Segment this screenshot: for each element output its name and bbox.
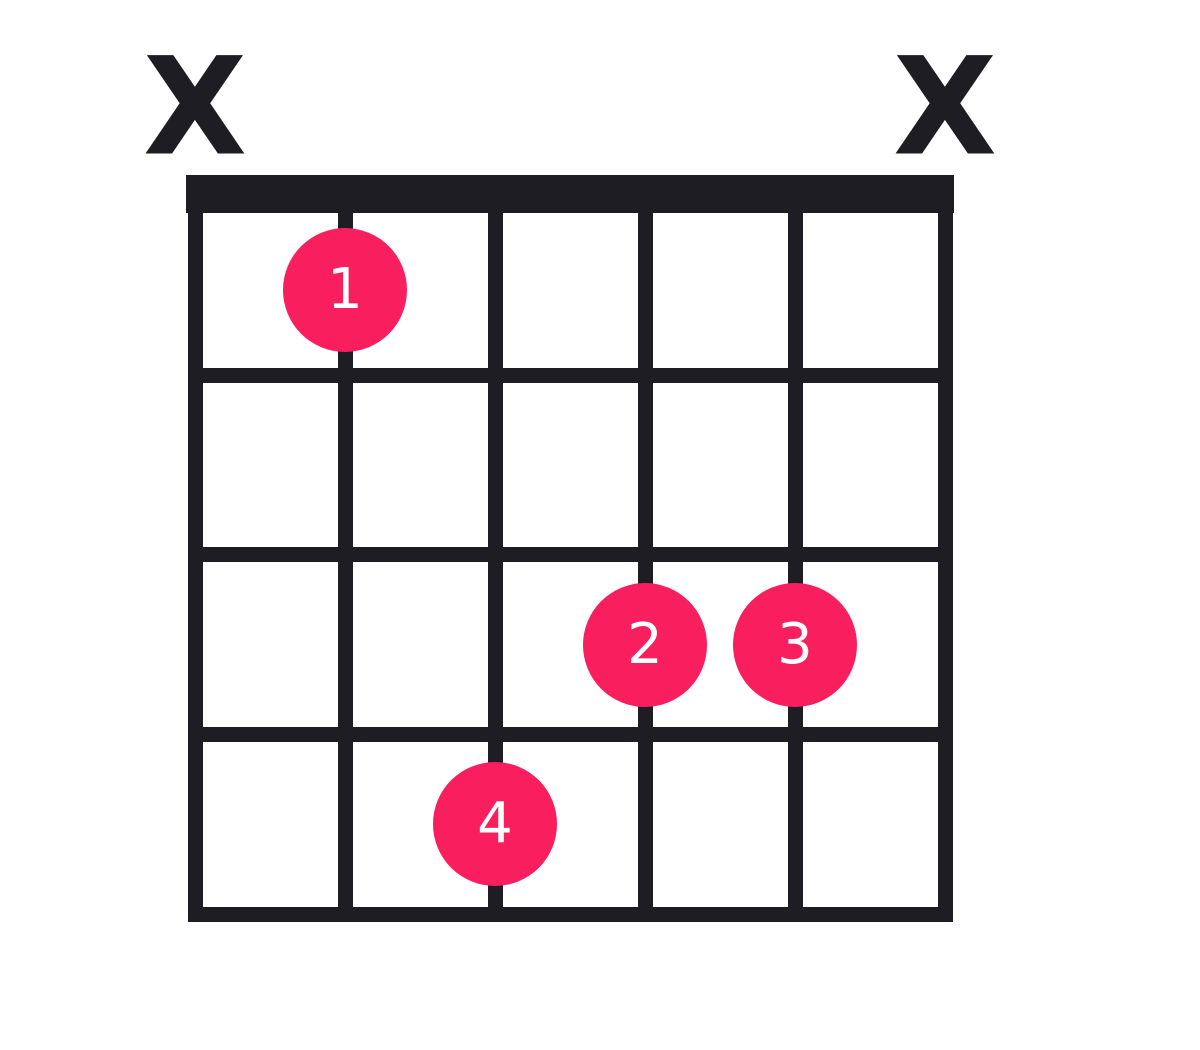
fret-line [187, 547, 953, 563]
finger-number: 1 [327, 257, 363, 323]
nut [186, 175, 954, 213]
finger-dot: 2 [583, 582, 707, 707]
muted-string-marker: X [142, 28, 248, 186]
fret-line [187, 906, 953, 922]
finger-dot: 1 [283, 228, 407, 353]
finger-number: 4 [477, 791, 513, 857]
finger-dot: 3 [733, 582, 857, 707]
muted-string-marker: X [892, 28, 998, 186]
fret-line [187, 726, 953, 742]
fret-line [187, 367, 953, 383]
finger-number: 3 [777, 611, 813, 677]
finger-number: 2 [627, 611, 663, 677]
finger-dot: 4 [433, 762, 557, 887]
